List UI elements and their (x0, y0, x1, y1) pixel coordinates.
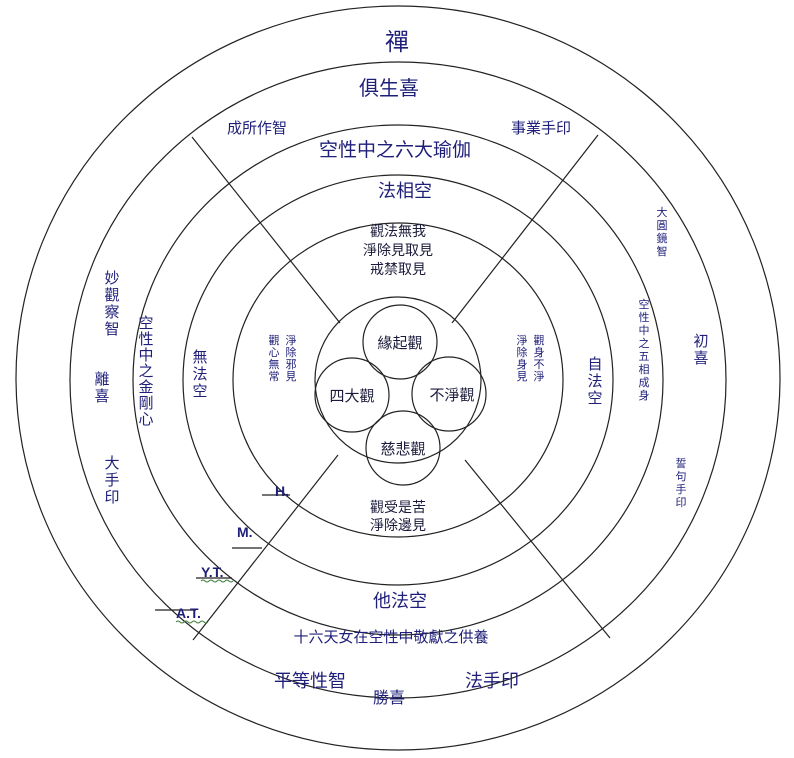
squiggle-yt (200, 579, 234, 583)
label-left-1: 妙觀察智 (104, 269, 119, 338)
label-left-ring5-col1: 淨除邪見 (286, 334, 297, 383)
divider-top-right (451, 134, 599, 324)
abbr-h: H. (275, 483, 289, 499)
circle-left (314, 357, 390, 433)
label-right-1: 大圓鏡智 (657, 205, 668, 258)
ring-5 (232, 222, 564, 538)
label-left-ring4: 無法空 (192, 348, 207, 400)
divider-bottom-right (464, 459, 611, 639)
label-right-ring5-col1: 觀身不淨 (534, 334, 545, 383)
title-outer: 禪 (385, 28, 409, 56)
circle-top-label: 緣起觀 (377, 334, 422, 352)
label-left-3: 大手印 (104, 454, 119, 506)
label-right-2: 初喜 (693, 332, 708, 367)
ring2-bottom-right-label: 法手印 (465, 671, 519, 692)
ring-center (314, 296, 482, 464)
title-ring3: 空性中之六大瑜伽 (319, 139, 471, 161)
title-ring4: 法相空 (378, 181, 432, 202)
label-left-2: 離喜 (94, 370, 109, 405)
circle-right-label: 不淨觀 (429, 386, 474, 404)
abbr-m: M. (237, 524, 253, 540)
ring3-bottom-label: 十六天女在空性中敬獻之供養 (293, 628, 488, 646)
label-top-right: 事業手印 (511, 119, 571, 137)
circle-left-label: 四大觀 (329, 387, 374, 405)
title-ring2: 俱生喜 (359, 76, 419, 100)
ring2-bottom-mid-label: 勝喜 (373, 688, 405, 707)
center-bottom-line1: 觀受是苦 (370, 500, 426, 516)
ring2-bottom-left-label: 平等性智 (274, 671, 346, 692)
ring4-bottom-label: 他法空 (373, 591, 427, 612)
ring-4 (182, 174, 614, 586)
label-right-3: 誓句手印 (676, 457, 687, 509)
divider-top-left (191, 136, 341, 324)
center-bottom-line2: 淨除邊見 (370, 518, 426, 534)
label-left-ring5-col2: 觀心無常 (269, 334, 280, 383)
label-right-ring5-col2: 淨除身見 (517, 334, 528, 383)
squiggle-at (175, 620, 209, 624)
circle-bottom (365, 410, 441, 486)
ring-group (15, 5, 781, 751)
center-top-line3: 戒禁取見 (370, 262, 426, 278)
divider-bottom-left (192, 454, 339, 641)
center-top-line1: 觀法無我 (370, 224, 426, 240)
abbr-at: A.T. (176, 605, 201, 621)
label-left-inner: 空性中之金剛心 (138, 314, 153, 428)
label-top-left: 成所作智 (227, 119, 287, 137)
ring-3 (132, 124, 664, 636)
ring-2 (69, 61, 727, 699)
label-right-inner: 空性中之五相成身 (639, 297, 650, 402)
circle-bottom-label: 慈悲觀 (380, 440, 425, 458)
ring-outer (15, 5, 781, 751)
circle-top (362, 304, 438, 380)
center-top-line2: 淨除見取見 (363, 243, 433, 259)
abbr-yt: Y.T. (201, 564, 224, 580)
divider-lines (155, 134, 611, 641)
circle-right (411, 356, 487, 432)
label-right-ring4: 自法空 (587, 355, 602, 407)
